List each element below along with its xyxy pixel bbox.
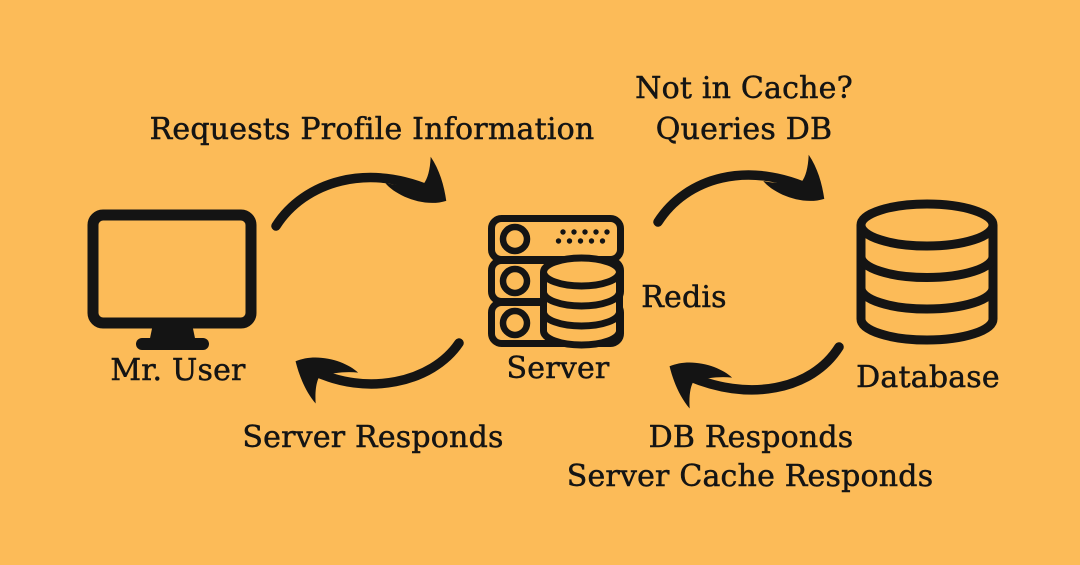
- flow-label-server-cache-responds: Server Cache Responds: [566, 459, 934, 494]
- node-label-server: Server: [506, 351, 610, 386]
- redis-cache-cylinder: [540, 254, 623, 349]
- flow-label-requests-profile-information: Requests Profile Information: [149, 112, 595, 147]
- server-redis-icon: [488, 215, 624, 349]
- arrow-server-to-database: [653, 154, 825, 227]
- flow-label-server-responds: Server Responds: [242, 420, 504, 455]
- database-icon: [856, 199, 998, 345]
- node-label-database: Database: [856, 360, 1000, 395]
- node-label-mr-user: Mr. User: [110, 353, 246, 388]
- arrow-database-to-server: [669, 342, 844, 409]
- monitor-icon: [87, 209, 257, 350]
- server-vent-dots: [555, 229, 610, 244]
- monitor-base: [136, 338, 209, 350]
- flow-label-not-in-cache: Not in Cache?: [635, 71, 853, 106]
- flow-label-queries-db: Queries DB: [655, 112, 833, 147]
- node-label-redis: Redis: [641, 280, 727, 315]
- arrow-user-to-server: [271, 156, 447, 231]
- monitor-stand: [149, 319, 196, 343]
- monitor-screen: [87, 209, 257, 329]
- flow-label-db-responds: DB Responds: [648, 420, 854, 455]
- arrow-server-to-user: [295, 338, 464, 404]
